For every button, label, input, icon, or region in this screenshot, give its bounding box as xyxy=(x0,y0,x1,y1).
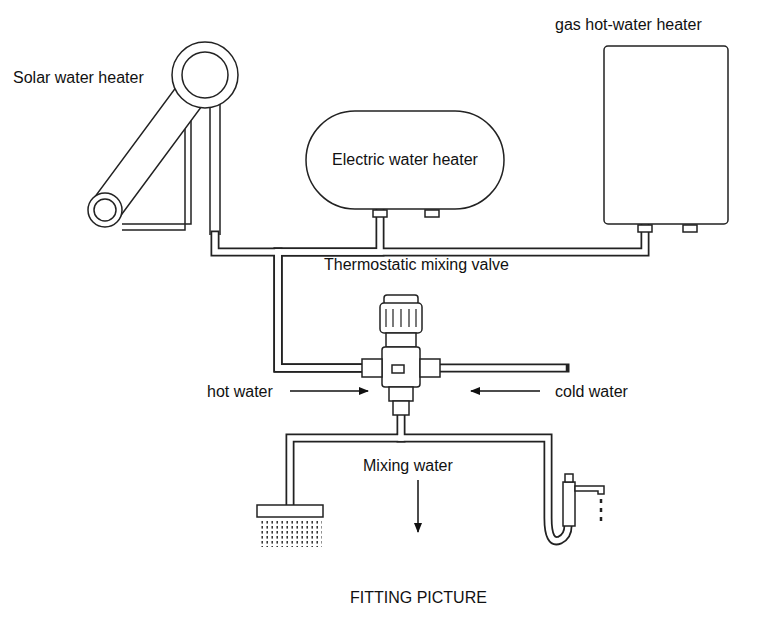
fixtures xyxy=(257,474,604,547)
node-label: Solar water heater xyxy=(13,68,144,87)
flow-label: cold water xyxy=(555,382,628,401)
solar-heater: Solar water heater xyxy=(85,40,245,235)
faucet-body xyxy=(563,482,575,526)
flow-label: Mixing water xyxy=(363,456,453,475)
gas-heater-outline xyxy=(603,45,729,225)
hot-pipe-inner xyxy=(215,235,362,368)
storage-tank xyxy=(172,42,238,108)
faucet-handle xyxy=(565,474,573,482)
lower-header xyxy=(88,193,122,227)
valve-outlet xyxy=(393,401,409,415)
gas-heater: gas hot-water heater xyxy=(603,45,729,225)
cold-pipe xyxy=(440,364,565,373)
node-label: Electric water heater xyxy=(332,150,478,169)
cold-pipe-inner xyxy=(440,365,563,371)
hot-inlet xyxy=(362,359,382,377)
knob-grip xyxy=(386,309,416,327)
valve-knob xyxy=(380,303,422,333)
hot-pipe-inner xyxy=(278,210,380,368)
storage-tank xyxy=(182,52,228,98)
fitting xyxy=(638,225,652,232)
hot-arrow xyxy=(290,390,368,392)
caption: FITTING PICTURE xyxy=(350,588,487,607)
valve-body xyxy=(382,347,420,387)
valve-outlet xyxy=(389,387,413,401)
faucet-spout xyxy=(575,486,604,494)
flow-arrows xyxy=(290,391,540,532)
mixing-valve: Thermostatic mixing valve xyxy=(362,295,440,415)
shower-head xyxy=(257,505,323,517)
solar-pipe xyxy=(210,100,220,235)
cold-arrow xyxy=(471,390,540,392)
hot-pipe xyxy=(278,210,380,368)
mixing-pipe-inner xyxy=(401,438,568,541)
hot-pipe-inner xyxy=(278,225,645,368)
node-label: Thermostatic mixing valve xyxy=(324,255,509,274)
mixing-arrow xyxy=(417,480,419,532)
cold-inlet xyxy=(420,359,440,377)
fitting xyxy=(425,210,439,217)
heater-outline xyxy=(604,46,728,224)
fitting xyxy=(373,210,387,217)
lower-header xyxy=(94,199,116,221)
flow-label: hot water xyxy=(207,382,273,401)
hot-pipe xyxy=(278,225,645,368)
node-label: gas hot-water heater xyxy=(555,15,702,34)
mixing-pipe xyxy=(401,438,568,541)
fitting xyxy=(683,225,697,232)
electric-heater: Electric water heater xyxy=(305,110,505,210)
water-drops xyxy=(600,499,603,521)
tank-outline xyxy=(306,111,504,209)
shower-spray xyxy=(258,521,322,547)
valve-badge xyxy=(392,365,404,373)
valve-neck xyxy=(386,333,416,347)
mixing-valve-outline xyxy=(362,295,440,415)
